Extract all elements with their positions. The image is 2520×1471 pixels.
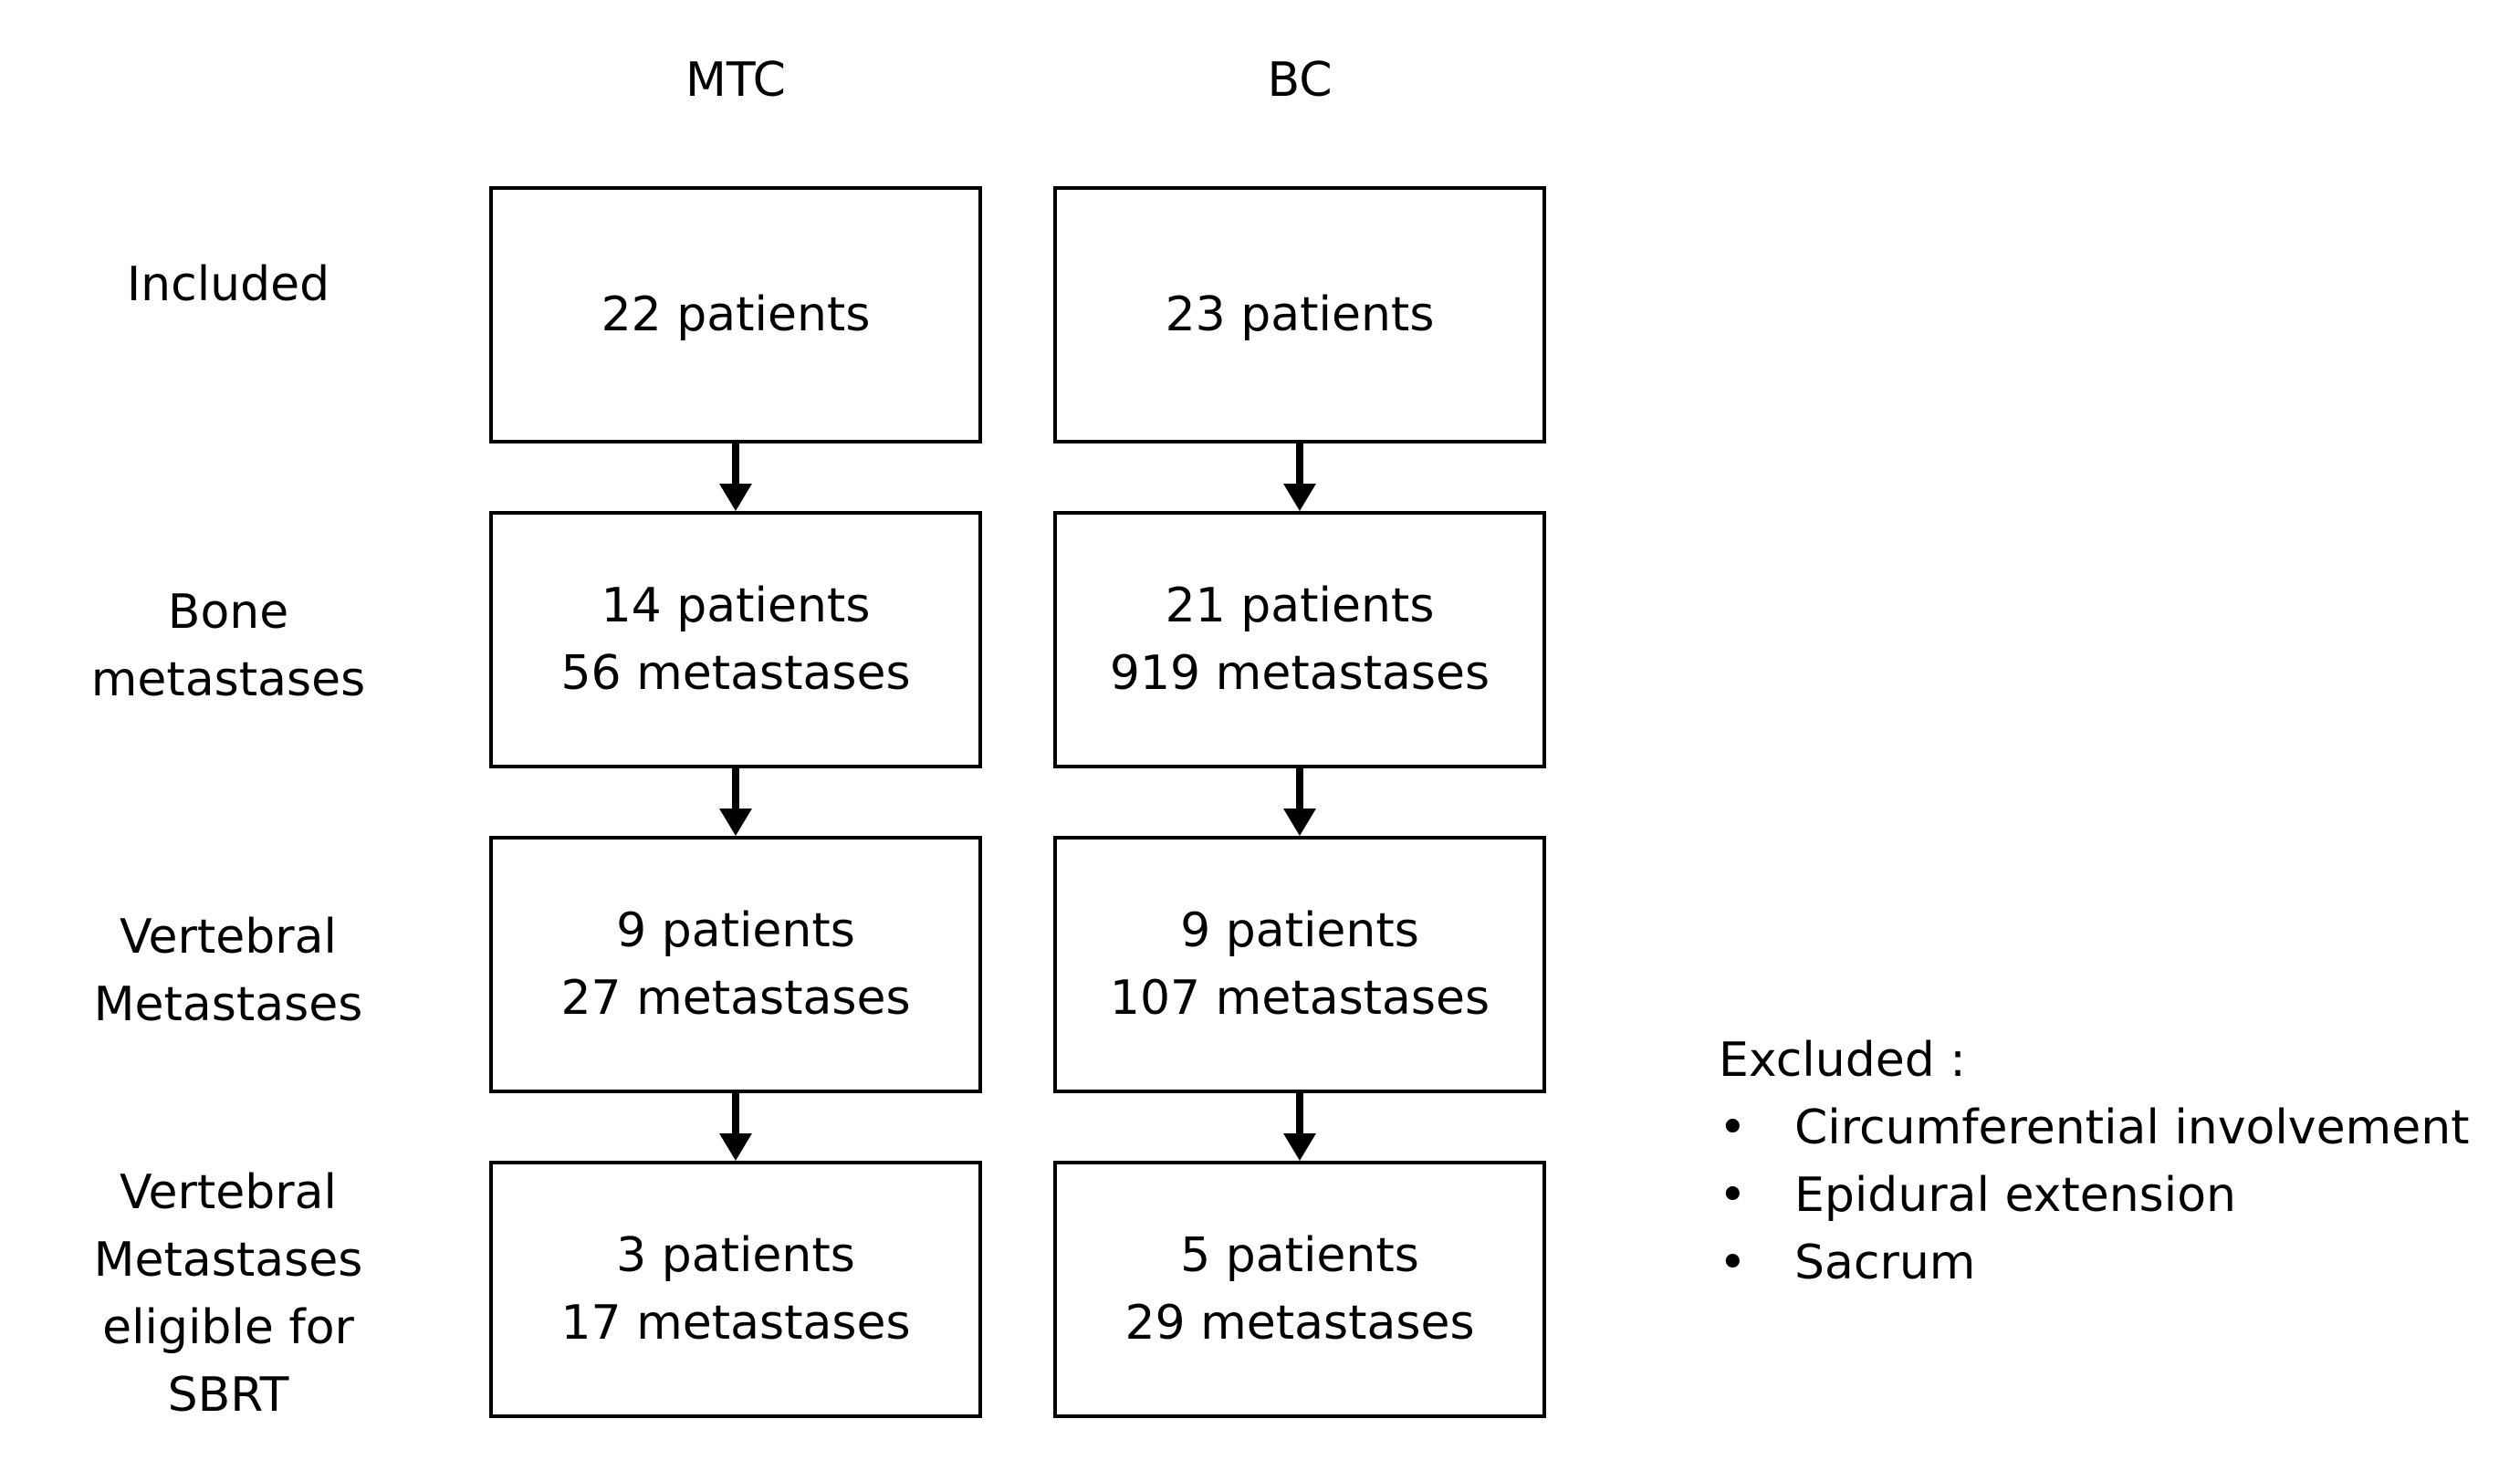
box-text: 14 patients <box>601 579 871 633</box>
column-header-bc: BC <box>1267 53 1333 108</box>
mtc-vertebral-metastases-box: 9 patients 27 metastases <box>489 836 982 1093</box>
excluded-item-text: Epidural extension <box>1794 1168 2236 1223</box>
box-text: 5 patients <box>1180 1228 1419 1283</box>
bullet-icon: • <box>1719 1168 1747 1223</box>
mtc-eligible-box: 3 patients 17 metastases <box>489 1161 982 1418</box>
mtc-included-box: 22 patients <box>489 186 982 443</box>
box-text: 17 metastases <box>560 1296 911 1351</box>
row-label-line: Metastases <box>93 1233 363 1288</box>
excluded-title: Excluded : <box>1719 1033 1966 1088</box>
bullet-icon: • <box>1719 1101 1747 1155</box>
excluded-item-text: Circumferential involvement <box>1794 1101 2470 1155</box>
list-item: • Sacrum <box>1719 1229 2470 1297</box>
mtc-bone-metastases-box: 14 patients 56 metastases <box>489 511 982 768</box>
box-text: 107 metastases <box>1109 971 1490 1026</box>
row-label-line: Vertebral <box>120 910 337 965</box>
row-label-line: eligible for <box>102 1300 354 1355</box>
list-item: • Epidural extension <box>1719 1162 2470 1229</box>
list-item: • Circumferential involvement <box>1719 1094 2470 1162</box>
row-label-eligible-for-sbrt: Vertebral Metastases eligible for SBRT <box>64 1159 392 1429</box>
box-text: 27 metastases <box>560 971 911 1026</box>
arrow-down-icon <box>719 768 752 836</box>
column-header-mtc: MTC <box>685 53 786 108</box>
bc-bone-metastases-box: 21 patients 919 metastases <box>1053 511 1546 768</box>
arrow-down-icon <box>1283 768 1316 836</box>
bc-included-box: 23 patients <box>1053 186 1546 443</box>
row-label-line: Bone <box>167 585 289 640</box>
arrow-down-icon <box>1283 1093 1316 1161</box>
row-label-included: Included <box>64 251 392 318</box>
box-text: 22 patients <box>601 287 871 342</box>
row-label-line: Included <box>126 257 330 312</box>
box-text: 919 metastases <box>1109 646 1490 701</box>
box-text: 29 metastases <box>1124 1296 1475 1351</box>
row-label-bone-metastases: Bone metastases <box>64 579 392 714</box>
row-label-vertebral-metastases: Vertebral Metastases <box>64 903 392 1038</box>
box-text: 9 patients <box>1180 903 1419 958</box>
arrow-down-icon <box>719 443 752 511</box>
box-text: 3 patients <box>616 1228 855 1283</box>
row-label-line: metastases <box>90 652 366 707</box>
bc-vertebral-metastases-box: 9 patients 107 metastases <box>1053 836 1546 1093</box>
bc-eligible-box: 5 patients 29 metastases <box>1053 1161 1546 1418</box>
box-text: 21 patients <box>1165 579 1435 633</box>
box-text: 23 patients <box>1165 287 1435 342</box>
excluded-list: • Circumferential involvement • Epidural… <box>1719 1094 2470 1297</box>
bullet-icon: • <box>1719 1236 1747 1290</box>
box-text: 56 metastases <box>560 646 911 701</box>
row-label-line: Vertebral <box>120 1165 337 1220</box>
row-label-line: Metastases <box>93 977 363 1032</box>
arrow-down-icon <box>1283 443 1316 511</box>
row-label-line: SBRT <box>167 1368 289 1423</box>
arrow-down-icon <box>719 1093 752 1161</box>
box-text: 9 patients <box>616 903 855 958</box>
excluded-criteria: Excluded : • Circumferential involvement… <box>1719 1027 2470 1297</box>
excluded-item-text: Sacrum <box>1794 1236 1976 1290</box>
